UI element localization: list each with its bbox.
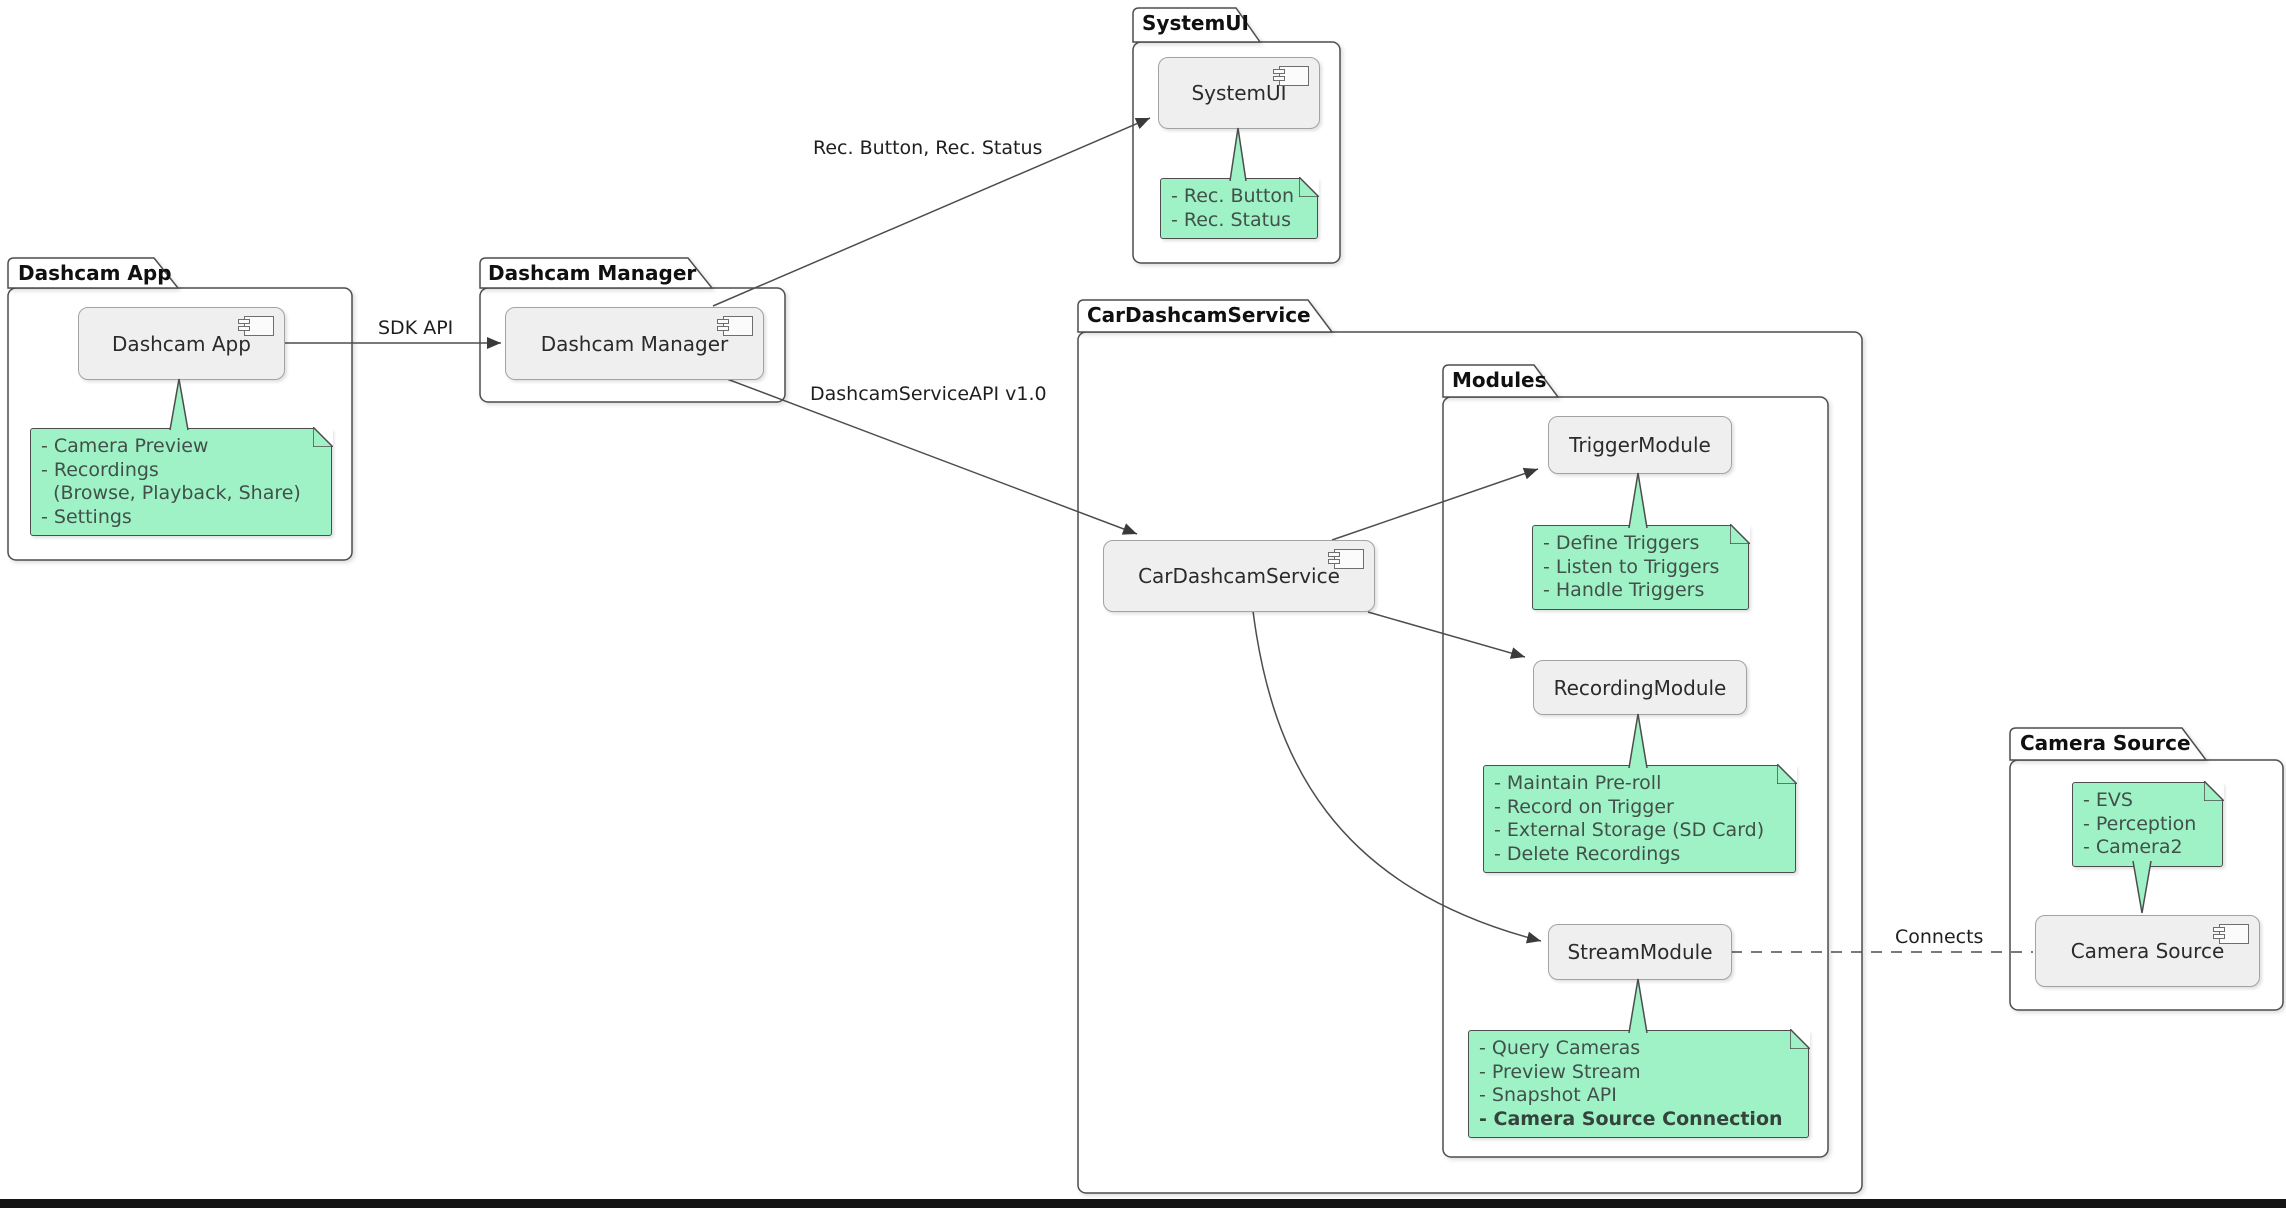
- note-tail: [2132, 860, 2152, 914]
- note-system-ui: - Rec. Button - Rec. Status: [1160, 177, 1319, 239]
- note-fold-icon: [1790, 1029, 1810, 1049]
- note-line: - Record on Trigger: [1494, 795, 1674, 818]
- note-fold-icon: [1299, 177, 1319, 197]
- component-icon: [2213, 924, 2249, 944]
- note-fold-icon: [1730, 524, 1750, 544]
- package-title-car-dashcam-service: CarDashcamService: [1087, 303, 1311, 327]
- edge-label-rec-controls: Rec. Button, Rec. Status: [813, 137, 1043, 159]
- component-stream-module: StreamModule: [1548, 924, 1732, 980]
- note-line: (Browse, Playback, Share): [41, 482, 301, 504]
- note-tail: [169, 378, 189, 431]
- edge-service-to-trigger: [1331, 467, 1539, 541]
- note-stream-module: - Query Cameras - Preview Stream - Snaps…: [1468, 1029, 1810, 1138]
- component-icon: [717, 316, 753, 336]
- note-line: - Settings: [41, 505, 132, 528]
- note-line: - Snapshot API: [1479, 1084, 1617, 1106]
- note-line: - Rec. Status: [1171, 208, 1292, 231]
- package-title-dashcam-manager: Dashcam Manager: [488, 261, 697, 285]
- note-line: - Delete Recordings: [1494, 842, 1681, 865]
- component-car-dashcam-service: CarDashcamService: [1103, 540, 1375, 612]
- component-icon: [1328, 549, 1364, 569]
- edge-label-sdk-api: SDK API: [378, 317, 454, 339]
- note-line: - Rec. Button: [1171, 185, 1295, 207]
- note-recording-module: - Maintain Pre-roll - Record on Trigger …: [1483, 764, 1797, 873]
- package-title-dashcam-app: Dashcam App: [18, 261, 172, 285]
- note-line: - EVS: [2083, 789, 2133, 811]
- note-dashcam-app: - Camera Preview - Recordings (Browse, P…: [30, 427, 333, 536]
- component-label: TriggerModule: [1569, 433, 1711, 457]
- note-line: - External Storage (SD Card): [1494, 819, 1765, 841]
- component-label: Dashcam App: [112, 331, 251, 356]
- component-system-ui: SystemUI: [1158, 57, 1320, 129]
- note-line: - Query Cameras: [1479, 1037, 1641, 1059]
- note-line: - Preview Stream: [1479, 1060, 1641, 1083]
- note-line: - Maintain Pre-roll: [1494, 772, 1662, 794]
- component-icon: [1273, 66, 1309, 86]
- note-camera-source: - EVS - Perception - Camera2: [2072, 781, 2224, 867]
- edge-label-connects: Connects: [1895, 926, 1984, 948]
- component-dashcam-manager: Dashcam Manager: [505, 307, 764, 380]
- note-tail: [1628, 472, 1648, 529]
- component-recording-module: RecordingModule: [1533, 660, 1747, 715]
- note-line: - Camera Source Connection: [1479, 1107, 1783, 1130]
- note-line: - Recordings: [41, 458, 159, 481]
- note-line: - Listen to Triggers: [1543, 555, 1720, 578]
- note-fold-icon: [2204, 781, 2224, 801]
- component-camera-source: Camera Source: [2035, 915, 2260, 987]
- component-label: RecordingModule: [1553, 675, 1727, 700]
- component-label: StreamModule: [1567, 940, 1713, 964]
- component-dashcam-app: Dashcam App: [78, 307, 285, 380]
- note-line: - Camera Preview: [41, 435, 209, 457]
- component-label: CarDashcamService: [1138, 564, 1340, 588]
- edge-service-to-recording: [1367, 611, 1526, 659]
- component-label: SystemUI: [1191, 81, 1287, 105]
- component-label: Dashcam Manager: [540, 331, 729, 356]
- package-title-system-ui: SystemUI: [1142, 11, 1249, 35]
- note-fold-icon: [1777, 764, 1797, 784]
- note-line: - Perception: [2083, 812, 2197, 835]
- note-line: - Handle Triggers: [1543, 579, 1705, 601]
- bottom-border-bar: [0, 1199, 2286, 1208]
- component-icon: [238, 316, 274, 336]
- edge-label-dashcam-service-api: DashcamServiceAPI v1.0: [810, 383, 1047, 405]
- package-title-modules: Modules: [1452, 368, 1547, 392]
- note-tail: [1229, 127, 1247, 182]
- component-trigger-module: TriggerModule: [1548, 416, 1732, 474]
- note-tail: [1628, 978, 1648, 1034]
- component-label: Camera Source: [2070, 939, 2225, 963]
- note-line: - Define Triggers: [1543, 532, 1700, 554]
- package-title-camera-source: Camera Source: [2020, 731, 2191, 755]
- note-fold-icon: [313, 427, 333, 447]
- note-line: - Camera2: [2083, 836, 2183, 858]
- note-tail: [1628, 713, 1648, 769]
- note-trigger-module: - Define Triggers - Listen to Triggers -…: [1532, 524, 1750, 610]
